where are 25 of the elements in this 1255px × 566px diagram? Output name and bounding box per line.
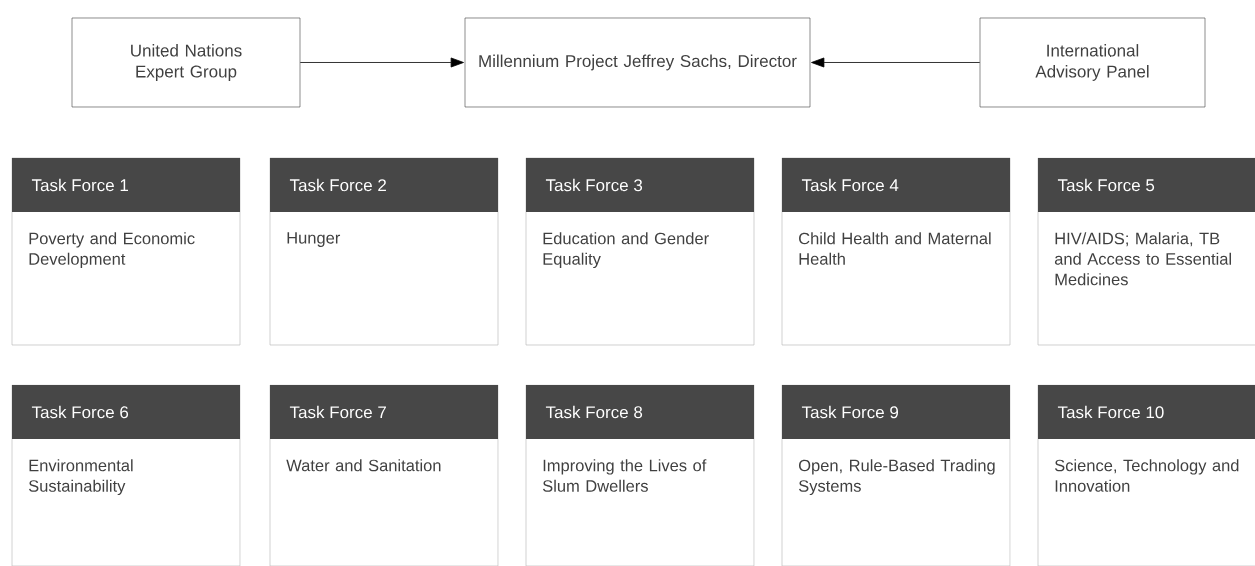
task-force-box: Task Force 8 Improving the Lives of Slum Dwellers bbox=[525, 384, 755, 566]
header-band: Task Force 1 bbox=[12, 158, 240, 212]
header-band: Task Force 2 bbox=[270, 158, 498, 212]
box: International Advisory Panel bbox=[979, 17, 1206, 108]
box: Millennium Project Jeffrey Sachs, Director bbox=[464, 17, 811, 108]
task-force-box: Task Force 9 Open, Rule-Based Trading Systems bbox=[781, 384, 1011, 566]
header-band: Task Force 8 bbox=[526, 385, 754, 439]
task-force-box: Task Force 5 HIV/AIDS; Malaria, TB and Access to Essential Medicines bbox=[1037, 157, 1255, 346]
header-band: Task Force 9 bbox=[782, 385, 1010, 439]
box: United Nations Expert Group bbox=[71, 17, 301, 108]
header-band: Task Force 10 bbox=[1038, 385, 1255, 439]
arrow bbox=[811, 57, 981, 68]
task-force-box: Task Force 2 Hunger bbox=[269, 157, 499, 346]
arrow bbox=[299, 57, 464, 68]
header-band: Task Force 3 bbox=[526, 158, 754, 212]
task-force-box: Task Force 4 Child Health and Maternal Health bbox=[781, 157, 1011, 346]
task-force-box: Task Force 10 Science, Technology and Innovation bbox=[1037, 384, 1255, 566]
header-band: Task Force 4 bbox=[782, 158, 1010, 212]
task-force-box: Task Force 6 Environmental Sustainability bbox=[11, 384, 241, 566]
task-force-box: Task Force 1 Poverty and Economic Development bbox=[11, 157, 241, 346]
header-band: Task Force 7 bbox=[270, 385, 498, 439]
task-force-box: Task Force 3 Education and Gender Equality bbox=[525, 157, 755, 346]
task-force-box: Task Force 7 Water and Sanitation bbox=[269, 384, 499, 566]
header-band: Task Force 5 bbox=[1038, 158, 1255, 212]
header-band: Task Force 6 bbox=[12, 385, 240, 439]
